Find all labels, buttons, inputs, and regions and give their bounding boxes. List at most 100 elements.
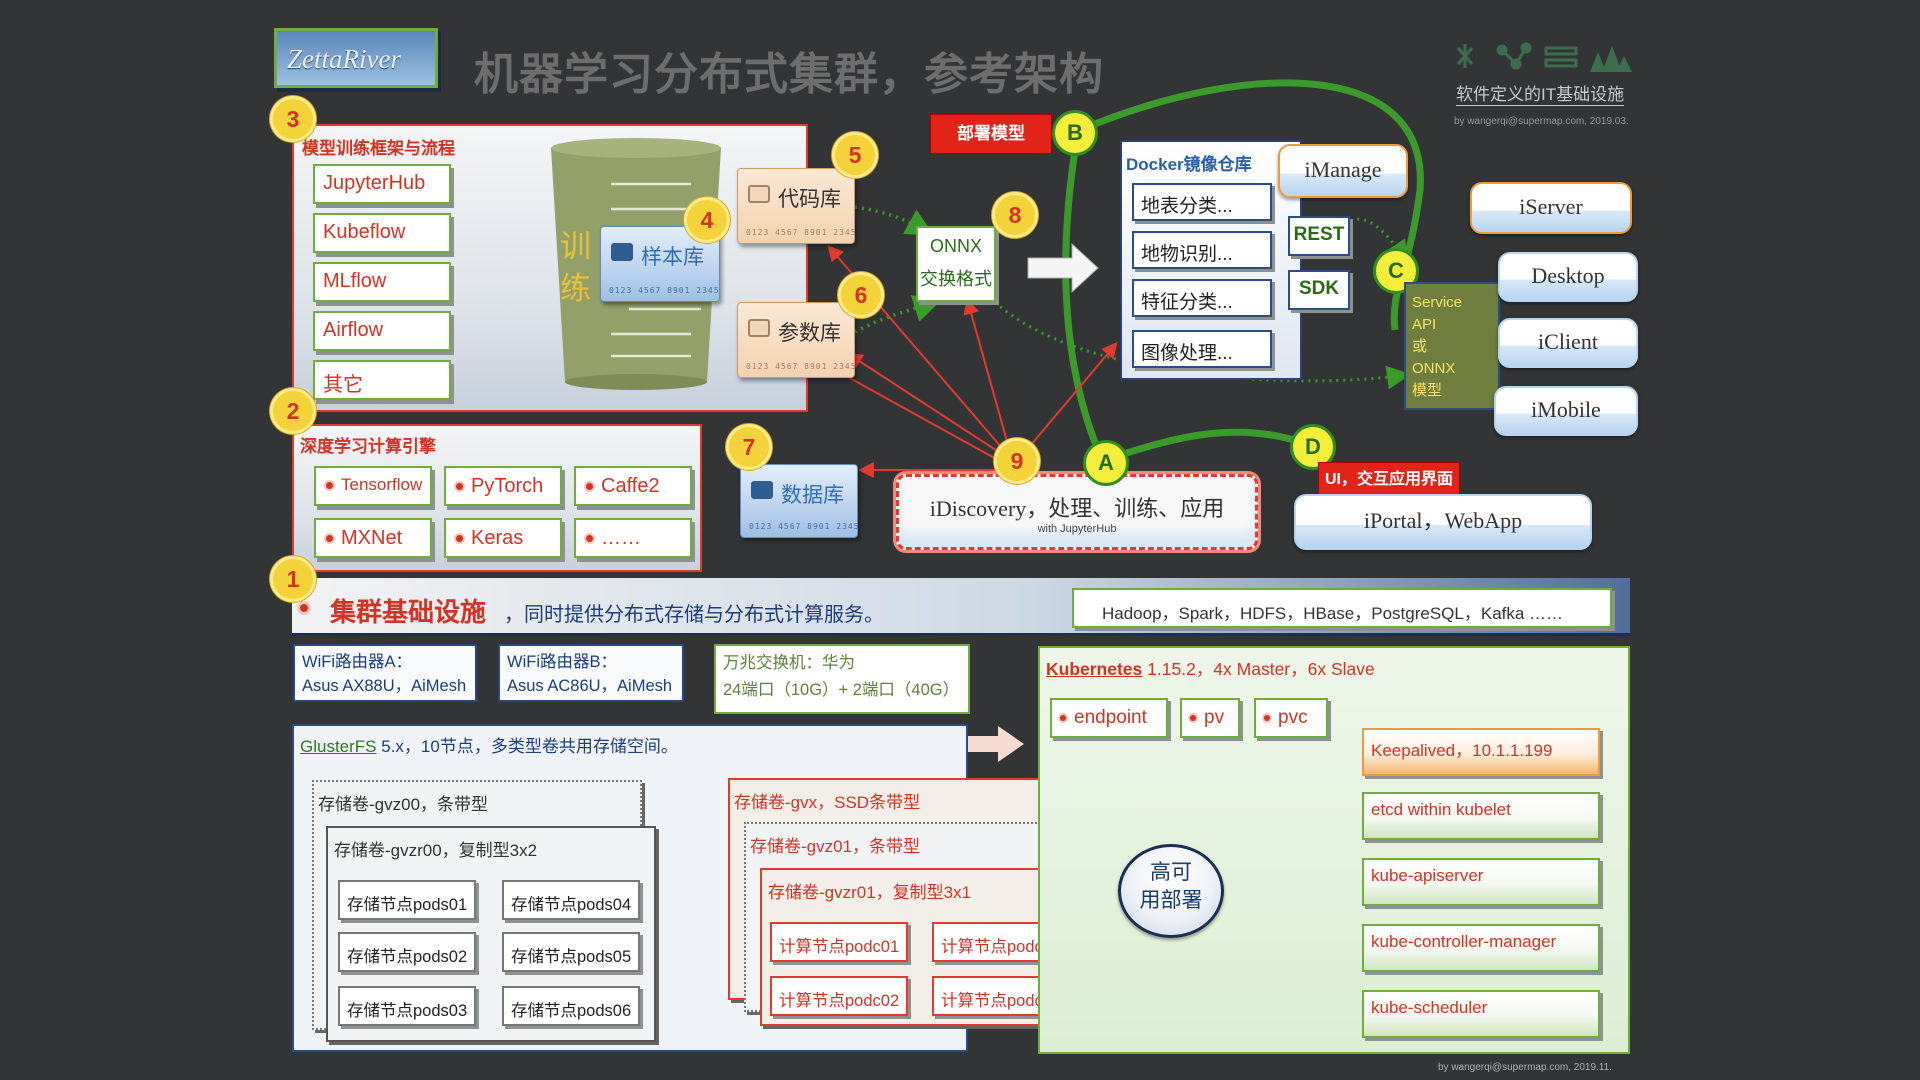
iserver-pill[interactable]: iServer: [1470, 182, 1632, 234]
engine-tensorflow[interactable]: Tensorflow: [314, 466, 432, 506]
volume-gvx-label: 存储卷-gvx，SSD条带型: [734, 793, 921, 812]
bullet-icon: [456, 535, 463, 543]
docker-title: Docker镜像仓库: [1126, 155, 1252, 174]
bullet-icon: [586, 535, 593, 543]
bullet-icon: [1190, 714, 1196, 721]
gluster-title: GlusterFS 5.x，10节点，多类型卷共用存储空间。: [300, 732, 678, 757]
k8s-apiserver[interactable]: kube-apiserver: [1362, 858, 1600, 906]
brand-icons: [1450, 40, 1640, 74]
engine-label: PyTorch: [471, 475, 544, 497]
cluster-stack: Hadoop，Spark，HDFS，HBase，PostgreSQL，Kafka…: [1072, 588, 1612, 628]
storage-node-pods03[interactable]: 存储节点pods03: [338, 986, 476, 1026]
bullet-icon: [326, 482, 333, 490]
rest-button[interactable]: REST: [1288, 216, 1350, 256]
iclient-pill[interactable]: iClient: [1498, 318, 1638, 368]
onnx-title: ONNX: [929, 236, 982, 256]
ha-circle: 高可 用部署: [1118, 844, 1224, 938]
database[interactable]: 数据库 0123 4567 8901 2345: [740, 464, 859, 538]
framework-other[interactable]: 其它: [313, 360, 451, 400]
deploy-line-a-d: [1103, 428, 1312, 464]
service-line-3: 或: [1412, 338, 1428, 355]
docker-item-image[interactable]: 图像处理...: [1132, 330, 1272, 368]
sample-library-code: 0123 4567 8901 2345: [609, 286, 720, 295]
k8s-chip-pv[interactable]: pv: [1180, 698, 1240, 738]
credit-top: by wangerqi@supermap.com, 2019.03.: [1454, 116, 1629, 127]
volume-gvzr00-label: 存储卷-gvzr00，复制型3x2: [334, 841, 538, 860]
framework-kubeflow[interactable]: Kubeflow: [313, 213, 451, 253]
switch-line-2: 24端口（10G）+ 2端口（40G）: [723, 681, 960, 699]
storage-node-pods04[interactable]: 存储节点pods04: [502, 880, 640, 920]
badge-9: 9: [994, 438, 1040, 484]
onnx-box[interactable]: ONNX 交换格式: [916, 226, 996, 302]
k8s-controller-manager[interactable]: kube-controller-manager: [1362, 924, 1600, 972]
docker-item-surface[interactable]: 地表分类...: [1132, 183, 1272, 221]
k8s-chip-pvc[interactable]: pvc: [1254, 698, 1328, 738]
service-line-5: 模型: [1412, 382, 1443, 399]
desktop-pill[interactable]: Desktop: [1498, 252, 1638, 302]
card-chip-icon: [748, 185, 770, 203]
service-line-1: Service: [1412, 294, 1463, 311]
param-library-code: 0123 4567 8901 2345: [746, 362, 857, 371]
bullet-icon: [586, 483, 593, 491]
idiscovery-label: iDiscovery，处理、训练、应用: [929, 496, 1225, 521]
chip-label: pv: [1204, 707, 1225, 728]
gluster-link[interactable]: GlusterFS: [300, 737, 377, 756]
wifi-a-box: WiFi路由器A： Asus AX88U，AiMesh: [293, 644, 477, 702]
bullet-icon: [1060, 714, 1066, 721]
wifi-a-line-1: WiFi路由器A：: [302, 653, 412, 671]
compute-node-podc02[interactable]: 计算节点podc02: [770, 976, 908, 1016]
kubernetes-title-rest: 1.15.2，4x Master，6x Slave: [1142, 659, 1375, 679]
wifi-b-line-2: Asus AC86U，AiMesh: [507, 677, 673, 695]
imobile-pill[interactable]: iMobile: [1494, 386, 1638, 436]
engine-more[interactable]: ……: [574, 518, 692, 558]
service-box: Service API 或 ONNX 模型: [1404, 282, 1500, 410]
storage-node-pods01[interactable]: 存储节点pods01: [338, 880, 476, 920]
gluster-title-rest: 5.x，10节点，多类型卷共用存储空间。: [376, 737, 678, 756]
badge-4: 4: [684, 197, 730, 243]
code-library-label: 代码库: [778, 188, 841, 211]
barrel-label: 训 练: [560, 229, 591, 306]
k8s-keepalived[interactable]: Keepalived，10.1.1.199: [1362, 728, 1600, 776]
engine-caffe2[interactable]: Caffe2: [574, 466, 692, 506]
engine-keras[interactable]: Keras: [444, 518, 562, 558]
storage-node-pods02[interactable]: 存储节点pods02: [338, 932, 476, 972]
deploy-line-b-a: [1062, 149, 1104, 457]
framework-airflow[interactable]: Airflow: [313, 311, 451, 351]
deploy-model-label: 部署模型: [930, 114, 1052, 154]
engine-mxnet[interactable]: MXNet: [314, 518, 432, 558]
service-line-2: API: [1412, 316, 1437, 333]
bullet-icon: [1264, 714, 1270, 721]
engine-pytorch[interactable]: PyTorch: [444, 466, 562, 506]
docker-item-feature[interactable]: 特征分类...: [1132, 279, 1272, 317]
k8s-scheduler[interactable]: kube-scheduler: [1362, 990, 1600, 1038]
framework-mlflow[interactable]: MLflow: [313, 262, 451, 302]
letter-b: B: [1052, 110, 1098, 156]
storage-node-pods05[interactable]: 存储节点pods05: [502, 932, 640, 972]
k8s-chip-endpoint[interactable]: endpoint: [1050, 698, 1168, 738]
chip-label: pvc: [1278, 707, 1308, 728]
idiscovery-box[interactable]: iDiscovery，处理、训练、应用 with JupyterHub: [896, 474, 1258, 550]
badge-6: 6: [838, 272, 884, 318]
switch-box: 万兆交换机：华为 24端口（10G）+ 2端口（40G）: [714, 644, 970, 714]
bullet-icon: [326, 535, 333, 543]
engine-label: Caffe2: [601, 475, 660, 497]
training-title: 模型训练框架与流程: [302, 139, 455, 158]
badge-1: 1: [270, 556, 316, 602]
engine-label: ……: [601, 527, 641, 549]
kubernetes-link[interactable]: Kubernetes: [1046, 659, 1143, 679]
docker-item-object[interactable]: 地物识别...: [1132, 231, 1272, 269]
framework-jupyterhub[interactable]: JupyterHub: [313, 164, 451, 204]
k8s-etcd[interactable]: etcd within kubelet: [1362, 792, 1600, 840]
onnx-subtitle: 交换格式: [920, 269, 992, 289]
storage-node-pods06[interactable]: 存储节点pods06: [502, 986, 640, 1026]
imanage-pill[interactable]: iManage: [1278, 144, 1408, 198]
portal-pill[interactable]: iPortal，WebApp: [1294, 494, 1592, 550]
sdk-button[interactable]: SDK: [1288, 270, 1350, 310]
code-library[interactable]: 代码库 0123 4567 8901 2345: [737, 168, 856, 244]
param-library[interactable]: 参数库 0123 4567 8901 2345: [737, 302, 857, 378]
onnx-to-docker-arrow: [1027, 242, 1099, 294]
cluster-desc: ，同时提供分布式存储与分布式计算服务。: [504, 604, 884, 626]
chip-label: endpoint: [1074, 707, 1147, 728]
compute-node-podc01[interactable]: 计算节点podc01: [770, 922, 908, 962]
engine-label: Keras: [471, 527, 524, 549]
